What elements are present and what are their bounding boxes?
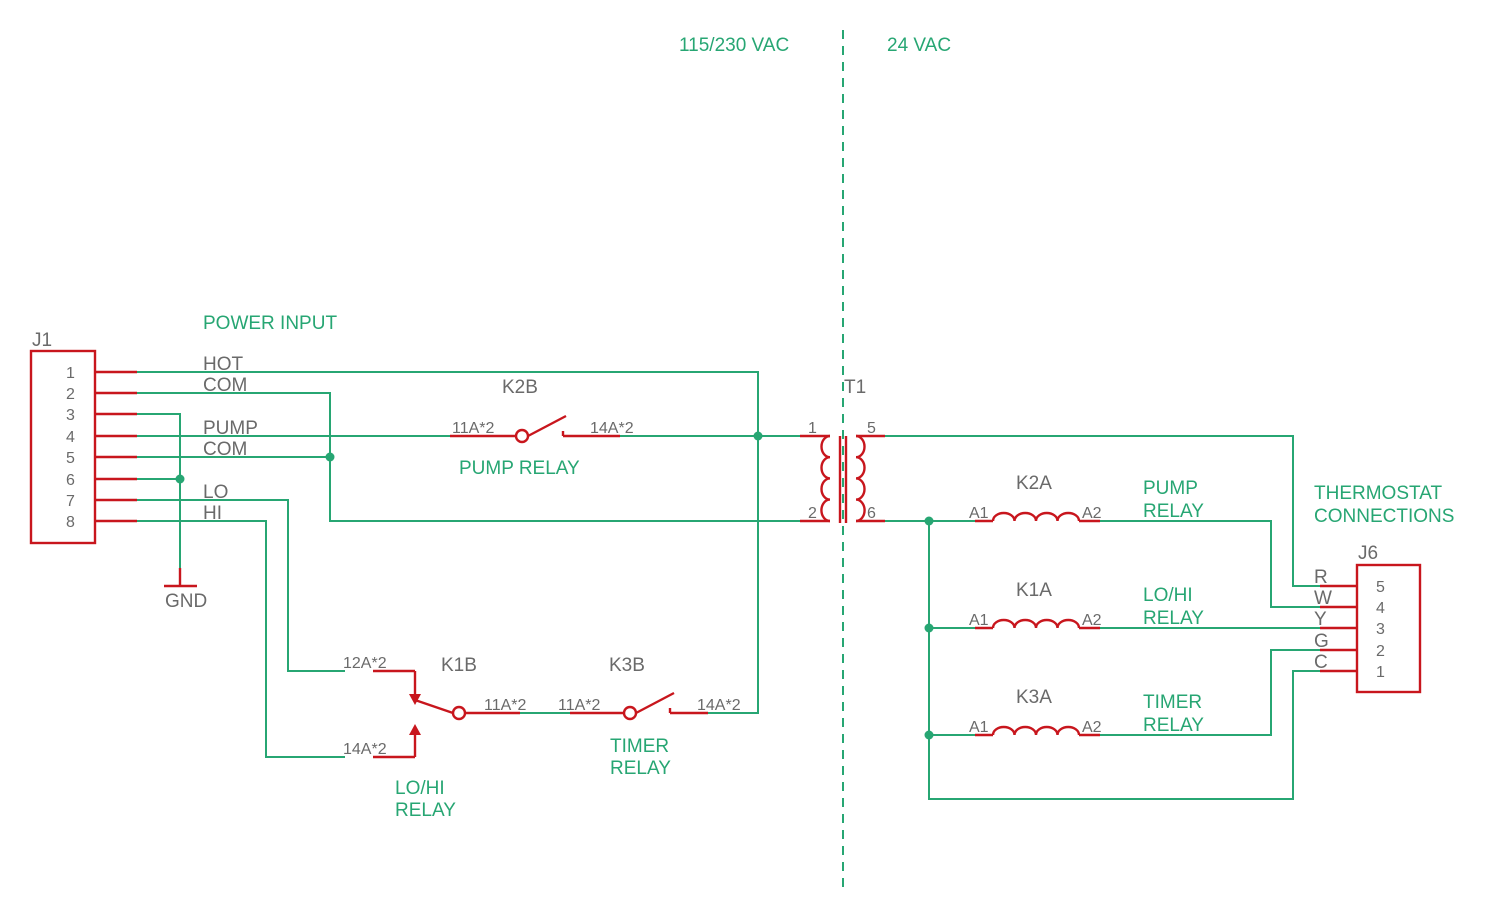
k3a-caption-line1: TIMER: [1143, 692, 1202, 713]
k1b-ref: K1B: [441, 655, 477, 676]
net-label-com-2: COM: [203, 439, 247, 460]
net-label-g: G: [1314, 631, 1329, 652]
k1a-pin-a1: A1: [969, 612, 989, 629]
j1-pin-7: 7: [66, 493, 75, 510]
k1b-pin-nc: 12A*2: [343, 655, 387, 672]
j6-pin-1: 1: [1376, 664, 1385, 681]
k3a-pin-a1: A1: [969, 719, 989, 736]
k1b-pin-com: 11A*2: [484, 697, 527, 714]
relay-contact-k1b: K1B 12A*2 14A*2 11A*2 LO/HI RELAY: [343, 655, 527, 821]
relay-coil-k3a: K3A A1 A2 TIMER RELAY: [969, 687, 1204, 737]
k1a-pin-a2: A2: [1082, 612, 1102, 629]
k3b-pin-in: 11A*2: [558, 697, 601, 714]
k2a-caption-line1: PUMP: [1143, 478, 1198, 499]
j6-title-line1: THERMOSTAT: [1314, 483, 1442, 504]
j1-pin-6: 6: [66, 472, 75, 489]
ground-symbol: GND: [164, 568, 207, 612]
k2b-pin-out: 14A*2: [590, 420, 634, 437]
k3a-ref: K3A: [1016, 687, 1052, 708]
j1-pin-8: 8: [66, 514, 75, 531]
voltage-label-low: 24 VAC: [887, 35, 951, 56]
k3a-pin-a2: A2: [1082, 719, 1102, 736]
relay-contact-k2b: K2B 11A*2 14A*2 PUMP RELAY: [450, 377, 634, 479]
k3b-caption-line2: RELAY: [610, 758, 671, 779]
net-label-w: W: [1314, 588, 1332, 609]
net-label-r: R: [1314, 567, 1328, 588]
j1-ref: J1: [32, 330, 52, 351]
k3b-caption-line1: TIMER: [610, 736, 669, 757]
k3b-ref: K3B: [609, 655, 645, 676]
k1a-caption-line2: RELAY: [1143, 608, 1204, 629]
relay-contact-k3b: K3B 11A*2 14A*2 TIMER RELAY: [558, 655, 741, 779]
k2b-ref: K2B: [502, 377, 538, 398]
k1a-ref: K1A: [1016, 580, 1052, 601]
j6-pin-3: 3: [1376, 621, 1385, 638]
j1-pin-1: 1: [66, 365, 75, 382]
t1-pin-6: 6: [867, 505, 876, 522]
t1-pin-5: 5: [867, 420, 876, 437]
net-label-pump: PUMP: [203, 418, 258, 439]
j6-ref: J6: [1358, 543, 1378, 564]
junctions: [175, 431, 934, 740]
net-label-y: Y: [1314, 609, 1327, 630]
net-label-hi: HI: [203, 503, 222, 524]
j6-pin-4: 4: [1376, 600, 1385, 617]
k3a-caption-line2: RELAY: [1143, 715, 1204, 736]
j1-pin-3: 3: [66, 407, 75, 424]
k2a-pin-a1: A1: [969, 505, 989, 522]
net-label-lo: LO: [203, 482, 228, 503]
k2a-ref: K2A: [1016, 473, 1052, 494]
k2b-pin-in: 11A*2: [452, 420, 495, 437]
j6-title-line2: CONNECTIONS: [1314, 506, 1454, 527]
net-label-hot: HOT: [203, 354, 244, 375]
j6-pin-5: 5: [1376, 579, 1385, 596]
gnd-label: GND: [165, 591, 207, 612]
t1-pin-1: 1: [808, 420, 817, 437]
power-input-title: POWER INPUT: [203, 313, 337, 334]
relay-coil-k1a: K1A A1 A2 LO/HI RELAY: [969, 580, 1204, 630]
k1b-caption-line2: RELAY: [395, 800, 456, 821]
wires: [137, 371, 1320, 800]
k1b-pin-no: 14A*2: [343, 741, 387, 758]
k1a-caption-line1: LO/HI: [1143, 585, 1193, 606]
voltage-label-high: 115/230 VAC: [679, 35, 789, 56]
k2a-pin-a2: A2: [1082, 505, 1102, 522]
net-label-c: C: [1314, 652, 1328, 673]
j1-pin-2: 2: [66, 386, 75, 403]
net-label-com-1: COM: [203, 375, 247, 396]
transformer-t1: T1 1 2 5 6: [800, 377, 885, 523]
t1-pin-2: 2: [808, 505, 817, 522]
t1-ref: T1: [844, 377, 866, 398]
connector-j1: J1 1 2 3 4 5 6 7 8: [29, 330, 137, 545]
k3b-pin-out: 14A*2: [697, 697, 741, 714]
connector-j6: THERMOSTAT CONNECTIONS J6 5 4 3 2 1 R W …: [1314, 483, 1454, 694]
k1b-caption-line1: LO/HI: [395, 778, 445, 799]
j6-pin-2: 2: [1376, 643, 1385, 660]
k2a-caption-line2: RELAY: [1143, 501, 1204, 522]
k2b-caption: PUMP RELAY: [459, 458, 580, 479]
relay-coil-k2a: K2A A1 A2 PUMP RELAY: [969, 473, 1204, 523]
j1-pin-5: 5: [66, 450, 75, 467]
j1-pin-4: 4: [66, 429, 75, 446]
